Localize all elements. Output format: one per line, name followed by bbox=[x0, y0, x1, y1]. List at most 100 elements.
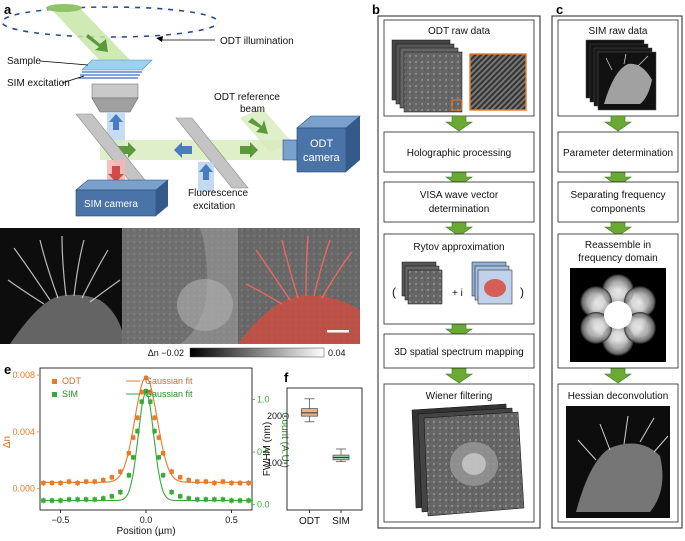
point-odt bbox=[186, 477, 191, 483]
point-sim bbox=[152, 428, 157, 434]
c-step-separating bbox=[557, 181, 679, 223]
panel-d: d Δn −0.02 0.04 bbox=[0, 228, 360, 358]
b-arrows bbox=[445, 115, 473, 384]
point-sim bbox=[101, 496, 106, 501]
chart-f-ytick-label: 200 bbox=[267, 411, 282, 421]
odt-illumination-label: ODT illumination bbox=[220, 36, 294, 47]
c-step-4-label: Reassemble in bbox=[585, 240, 651, 251]
b-step-6-label: Wiener filtering bbox=[426, 391, 493, 402]
point-odt bbox=[41, 480, 46, 486]
chart-e-marks bbox=[40, 374, 252, 504]
point-sim bbox=[195, 497, 200, 502]
panel-label-b: b bbox=[372, 2, 380, 17]
fit-line-sim bbox=[40, 391, 252, 502]
legend-odt-fit-label: Gaussian fit bbox=[145, 376, 193, 386]
odt-camera-label-1: ODT bbox=[310, 138, 334, 150]
point-odt bbox=[118, 469, 123, 474]
chart-e-ylabel-right: Count (A.U.) bbox=[279, 412, 290, 468]
point-sim bbox=[49, 498, 55, 503]
point-odt bbox=[109, 475, 115, 480]
chart-e-ytick-left-label: 0.008 bbox=[12, 370, 35, 380]
chart-e-xlabel: Position (µm) bbox=[116, 526, 175, 537]
point-odt bbox=[212, 480, 217, 486]
point-sim bbox=[156, 455, 162, 460]
illumination-spot bbox=[46, 4, 82, 12]
c-step-3-label: Separating frequency bbox=[570, 190, 665, 201]
illumination-arrow bbox=[86, 34, 108, 52]
b-flow-arrow-1 bbox=[445, 115, 473, 132]
point-sim bbox=[83, 497, 89, 502]
panel-label-f: f bbox=[284, 370, 289, 385]
legend-sim-fit-label: Gaussian fit bbox=[145, 389, 193, 399]
point-sim bbox=[135, 428, 140, 434]
b-step-2-label: Holographic processing bbox=[407, 148, 512, 159]
point-sim bbox=[66, 497, 72, 502]
chart-f-frame bbox=[286, 387, 363, 511]
point-odt bbox=[229, 480, 234, 486]
b-step-1-label: ODT raw data bbox=[428, 26, 490, 37]
objective-lens bbox=[91, 97, 139, 113]
point-odt bbox=[220, 479, 226, 484]
odt-beam-path bbox=[100, 140, 295, 160]
fluorescence-excitation-label-2: excitation bbox=[193, 201, 235, 212]
point-odt bbox=[66, 479, 72, 484]
point-odt bbox=[152, 415, 157, 420]
point-sim bbox=[246, 498, 251, 503]
point-sim bbox=[160, 473, 166, 478]
chart-e-xtick-label: 0.0 bbox=[140, 515, 153, 525]
point-sim bbox=[109, 494, 115, 499]
panel-b-outer bbox=[377, 15, 541, 529]
c-step-parameter bbox=[557, 131, 679, 173]
point-odt bbox=[83, 479, 89, 484]
b-step-holographic bbox=[383, 131, 535, 173]
b-step-5-label: 3D spatial spectrum mapping bbox=[394, 347, 524, 358]
odt-reference-label-1: ODT reference bbox=[214, 92, 280, 103]
panel-a: a ODT illumination Sample SIM excitation bbox=[1, 2, 361, 217]
chart-e-ytick-left-label: 0.000 bbox=[12, 484, 35, 494]
sim-camera-label: SIM camera bbox=[84, 199, 138, 210]
panel-label-c: c bbox=[556, 2, 563, 17]
point-odt bbox=[143, 375, 149, 381]
odt-reference-label-2: beam bbox=[240, 104, 265, 115]
point-odt bbox=[101, 477, 106, 483]
chart-f-ytick-label: 100 bbox=[267, 458, 282, 468]
point-odt bbox=[177, 475, 183, 480]
point-sim bbox=[58, 498, 63, 503]
c-step-5-label: Hessian deconvolution bbox=[568, 391, 669, 402]
legend-odt-label: ODT bbox=[62, 376, 82, 386]
point-sim bbox=[139, 399, 144, 404]
point-odt bbox=[130, 435, 136, 440]
c-step-3-label-2: components bbox=[591, 204, 645, 215]
point-sim bbox=[148, 399, 153, 404]
point-sim bbox=[118, 489, 123, 495]
point-sim bbox=[130, 455, 136, 460]
hologram-zoom bbox=[469, 53, 527, 111]
objective-top bbox=[91, 83, 139, 99]
point-odt bbox=[139, 389, 144, 395]
b-step-spectrum bbox=[383, 333, 535, 369]
panel-label-e: e bbox=[4, 362, 11, 377]
odt-raw-stack bbox=[391, 39, 463, 113]
frequency-flower bbox=[580, 274, 656, 356]
colorbar bbox=[189, 347, 325, 358]
scale-bar bbox=[327, 330, 349, 333]
point-odt bbox=[160, 451, 166, 456]
point-odt bbox=[58, 480, 63, 486]
legend-sim-label: SIM bbox=[62, 389, 78, 399]
c-flow-arrow-4 bbox=[604, 367, 632, 384]
point-sim bbox=[177, 494, 183, 499]
sample-label: Sample bbox=[7, 56, 41, 67]
point-sim bbox=[41, 498, 46, 503]
c-step-2-label: Parameter determination bbox=[563, 148, 673, 159]
point-sim bbox=[126, 473, 132, 478]
chart-f-xtick-label: ODT bbox=[299, 516, 320, 527]
chart-e-xtick-label: 0.5 bbox=[225, 515, 238, 525]
sim-excitation-label: SIM excitation bbox=[7, 78, 70, 89]
point-sim bbox=[220, 497, 226, 502]
point-sim bbox=[212, 497, 217, 502]
